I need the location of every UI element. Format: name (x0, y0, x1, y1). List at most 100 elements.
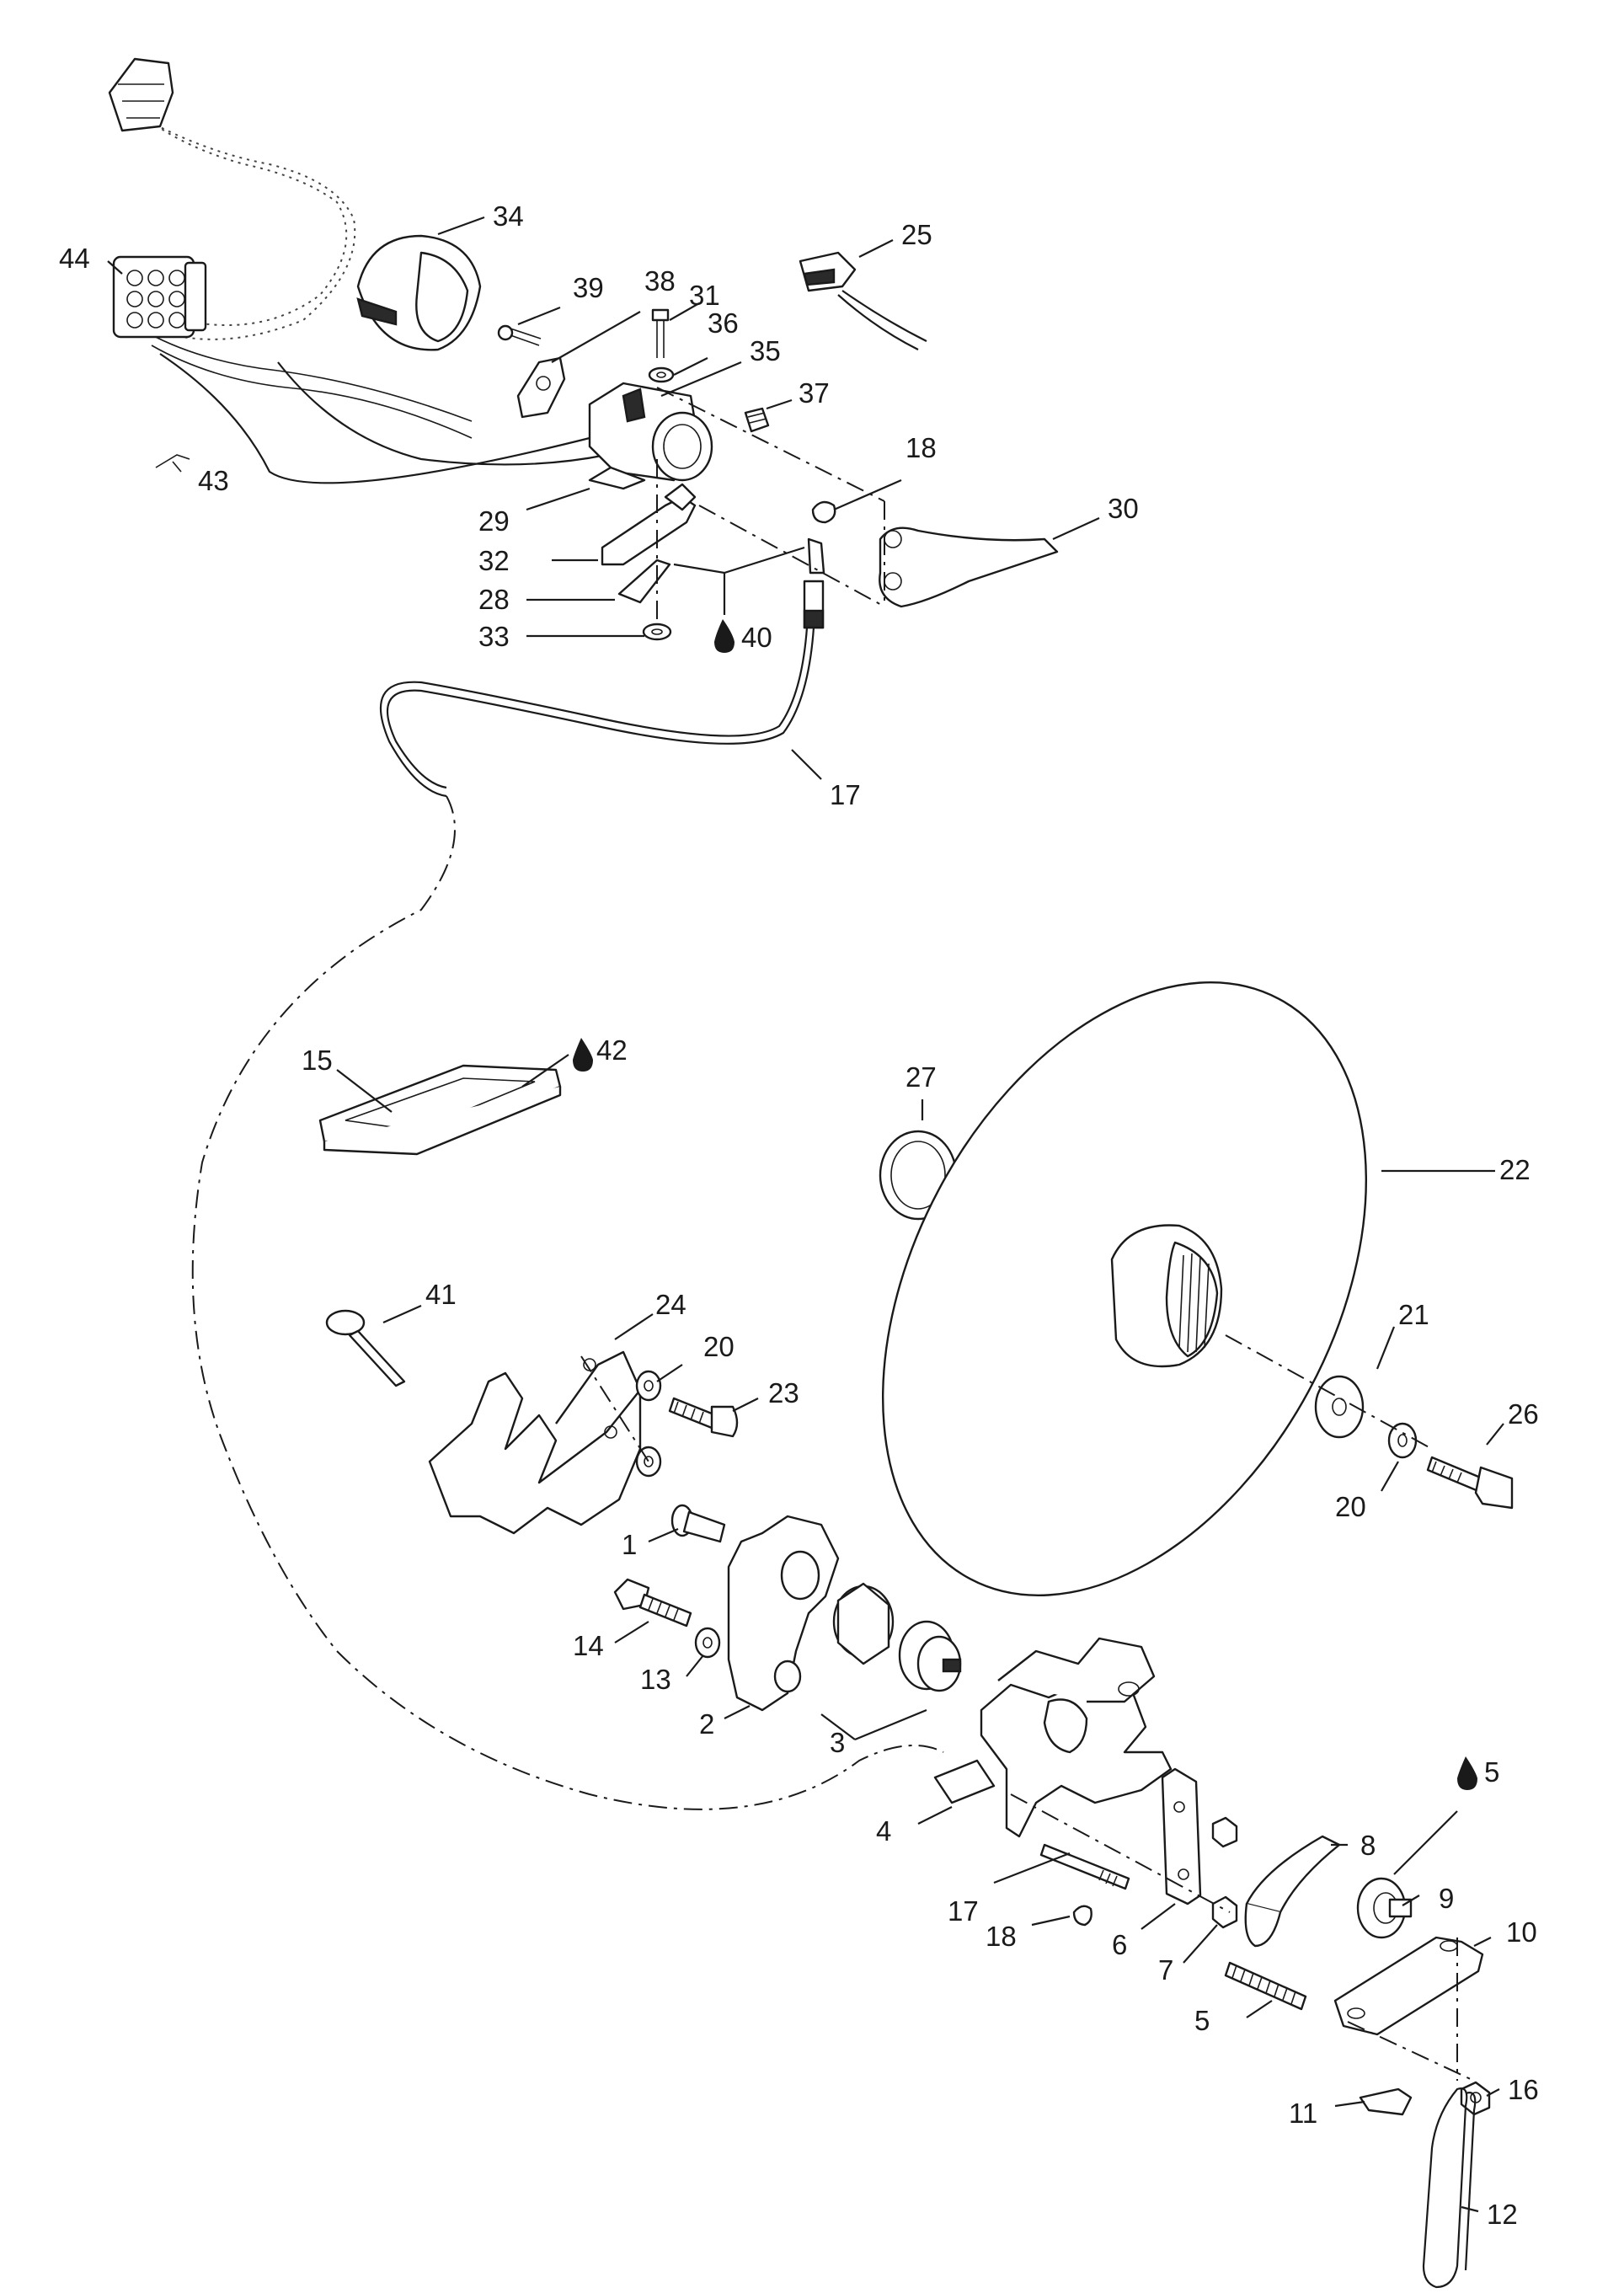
axis-link (1347, 2021, 1475, 2082)
label-27: 27 (905, 1061, 937, 1093)
part-35-switch-body (588, 382, 713, 482)
label-14: 14 (573, 1630, 604, 1661)
label-33: 33 (478, 621, 510, 652)
label-32: 32 (478, 545, 510, 576)
part-11-clip (1359, 2087, 1413, 2116)
label-15: 15 (302, 1045, 333, 1076)
part-10-link (1333, 1936, 1484, 2036)
part-15-pad (318, 1064, 562, 1156)
label-44: 44 (59, 243, 90, 274)
oil-drop-5 (1457, 1756, 1477, 1790)
part-20-washer-left-b (635, 1446, 662, 1478)
cable-route (191, 795, 944, 1810)
part-39-screw (497, 324, 542, 346)
label-23: 23 (768, 1377, 799, 1408)
label-29: 29 (478, 505, 510, 537)
part-26-bolt (1426, 1456, 1514, 1510)
part-13-washer (694, 1627, 721, 1659)
harness-plug-top (108, 57, 174, 132)
label-30: 30 (1108, 493, 1139, 524)
part-4-caliper-bracket (933, 1637, 1173, 1838)
part-18-e-clip-bottom (1072, 1905, 1092, 1927)
label-38: 38 (644, 265, 676, 297)
label-39: 39 (573, 272, 604, 303)
part-38-plate (516, 356, 566, 419)
part-32-lever (601, 483, 697, 566)
part-20-lockwasher-right (1387, 1422, 1418, 1459)
part-30-brake-lever (879, 526, 1059, 608)
label-18-bottom: 18 (986, 1921, 1017, 1952)
part-34-housing (356, 234, 482, 351)
label-5: 5 (1194, 2005, 1210, 2036)
label-31: 31 (689, 280, 720, 311)
part-14-bolt (613, 1578, 692, 1628)
label-17-bottom: 17 (948, 1895, 979, 1927)
part-23-bolt (668, 1397, 739, 1438)
part-33-washer (642, 623, 672, 641)
part-20-washer-left (635, 1370, 662, 1402)
label-26: 26 (1508, 1398, 1539, 1430)
label-1: 1 (622, 1529, 637, 1560)
oil-drop-42 (573, 1038, 593, 1072)
part-24-bracket (428, 1350, 642, 1535)
label-42: 42 (596, 1034, 628, 1066)
callout-labels: 34 44 39 38 31 36 35 37 25 18 30 43 29 3… (59, 200, 1539, 2230)
assembly-lines-top (656, 387, 885, 619)
label-22: 22 (1499, 1154, 1531, 1185)
part-28-clip (617, 559, 671, 604)
label-20-left: 20 (703, 1331, 735, 1362)
part-8-clip (1244, 1835, 1341, 1948)
label-17-top: 17 (830, 779, 861, 810)
connector-44 (112, 255, 207, 339)
label-5-top: 5 (1484, 1756, 1499, 1788)
part-18-e-clip-top (811, 500, 836, 524)
label-24: 24 (655, 1289, 686, 1320)
label-40: 40 (741, 622, 772, 653)
leader-40 (673, 546, 805, 653)
axis-caliper (1010, 1793, 1231, 1913)
part-7-nut-b (1211, 1895, 1238, 1929)
part-12-wire-loop (1422, 2087, 1477, 2289)
label-43: 43 (198, 465, 229, 496)
part-36-washer (648, 366, 675, 383)
label-9: 9 (1439, 1883, 1454, 1914)
axis-disc (1225, 1334, 1433, 1450)
label-11: 11 (1289, 2098, 1317, 2129)
part-41-cable-tie (325, 1309, 406, 1387)
label-8: 8 (1360, 1830, 1376, 1861)
label-21: 21 (1398, 1299, 1429, 1330)
label-20-right: 20 (1335, 1491, 1366, 1522)
label-3: 3 (830, 1727, 845, 1758)
part-37-set-screw (744, 407, 770, 433)
part-9-adjuster-wheel (1356, 1877, 1413, 1939)
label-41: 41 (425, 1279, 457, 1310)
label-13: 13 (640, 1664, 671, 1695)
label-35: 35 (750, 335, 781, 366)
leader-lines (107, 216, 1504, 2213)
part-25-sensor (799, 251, 927, 350)
part-17-cable-top (379, 537, 825, 798)
part-29-spring (588, 466, 646, 490)
label-36: 36 (708, 307, 739, 339)
label-2: 2 (699, 1708, 714, 1740)
part-7-nut-a (1211, 1816, 1238, 1848)
label-18-top: 18 (905, 432, 937, 463)
label-4: 4 (876, 1815, 891, 1847)
part-3-pistons (832, 1582, 962, 1692)
part-6-plate (1161, 1767, 1202, 1905)
axis-bracket (580, 1355, 649, 1462)
part-5-spring (1224, 1961, 1307, 2011)
part-22-disc (882, 981, 1367, 1597)
label-10: 10 (1506, 1916, 1537, 1948)
label-12: 12 (1487, 2199, 1518, 2230)
part-2-caliper-housing (727, 1515, 840, 1712)
part-31-screw (651, 308, 670, 358)
label-37: 37 (799, 377, 830, 409)
part-43-clip (155, 454, 190, 473)
label-16: 16 (1508, 2074, 1539, 2105)
label-25: 25 (901, 219, 932, 250)
label-34: 34 (493, 200, 524, 232)
label-6: 6 (1112, 1929, 1127, 1960)
part-1-pin (670, 1504, 726, 1543)
